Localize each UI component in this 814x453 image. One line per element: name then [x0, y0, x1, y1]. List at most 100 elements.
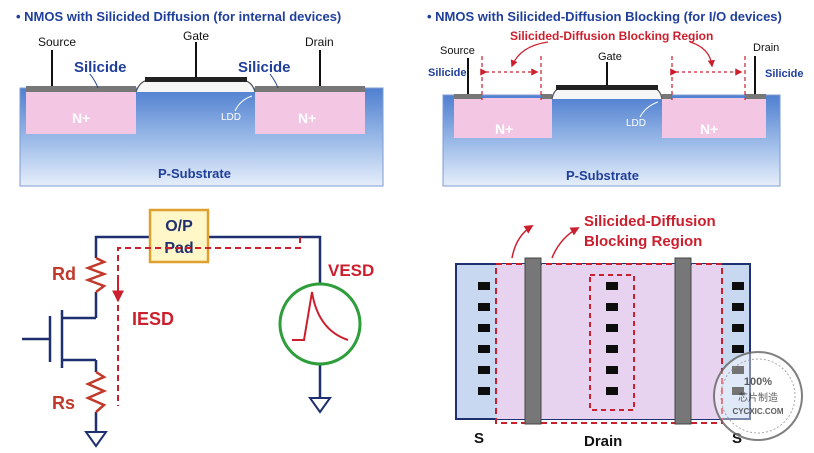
contact-source-right [732, 366, 744, 374]
op-pad [148, 208, 210, 264]
region-label-line1: Silicided-Diffusion [584, 213, 716, 230]
gate-label: Gate [598, 51, 622, 63]
esd-current-path [117, 237, 301, 406]
substrate-label: P-Substrate [158, 166, 231, 181]
drain-label: Drain [584, 433, 622, 450]
n-plus-source-region [26, 92, 136, 134]
rs-resistor [84, 370, 108, 413]
contact-source-right [732, 324, 744, 332]
contact-source-left [478, 282, 490, 290]
panel-title-blocking: • NMOS with Silicided-Diffusion Blocking… [427, 9, 782, 24]
silicide-label-left: Silicide [428, 67, 467, 79]
iesd-label: IESD [132, 309, 174, 329]
blocking-nmos-panel: • NMOS with Silicided-Diffusion Blocking… [427, 9, 804, 187]
region-pointer-b [511, 225, 534, 259]
gate-label: Gate [183, 29, 209, 43]
contact-drain [606, 366, 618, 374]
esd-pulse-waveform [292, 291, 349, 341]
silicide-layer-source [26, 86, 136, 92]
wire-pad-left [94, 235, 150, 258]
contact-array [478, 282, 744, 395]
stamp-site: CYCXIC.COM [732, 407, 783, 416]
contact-source-right [732, 282, 744, 290]
drain-label: Drain [305, 35, 334, 49]
panel-title-text: NMOS with Silicided Diffusion (for inter… [24, 9, 341, 24]
contact-drain [606, 345, 618, 353]
contact-source-left [478, 324, 490, 332]
gate-bar-left [524, 257, 542, 425]
contact-source-left [478, 303, 490, 311]
stamp-inner-ring [720, 358, 796, 434]
ldd-pointer [639, 101, 659, 118]
esd-scope [278, 282, 362, 366]
silicide-island-source [454, 94, 482, 99]
ldd-label: LDD [221, 112, 241, 123]
ground-symbol-right [308, 397, 332, 414]
contact-source-left [478, 387, 490, 395]
n-plus-drain-region [662, 98, 766, 138]
region-label-line2: Blocking Region [584, 233, 702, 250]
silicide-island-drain [745, 94, 766, 99]
gate-bar-right [674, 257, 692, 425]
n-plus-label-right: N+ [298, 110, 316, 126]
region-pointer-a [551, 227, 580, 259]
n-plus-label-left: N+ [495, 121, 513, 137]
panel-title-silicided: • NMOS with Silicided Diffusion (for int… [16, 9, 341, 24]
n-plus-label-right: N+ [700, 121, 718, 137]
silicide-pointer-left [89, 73, 99, 89]
silicide-island-gate-right [662, 94, 672, 99]
blocking-pointer-right [689, 41, 715, 68]
s-left-label: S [474, 430, 484, 447]
blocking-region-label: Silicided-Diffusion Blocking Region [510, 29, 713, 43]
gate-poly [145, 77, 247, 82]
n-plus-label-left: N+ [72, 110, 90, 126]
blocking-pointer-left [510, 41, 549, 68]
silicide-island-gate-left [541, 94, 552, 99]
contact-drain [606, 324, 618, 332]
stamp-percent: 100% [744, 376, 772, 388]
blocking-region-outline [495, 263, 723, 424]
stamp-chinese: 芯片制造 [738, 391, 778, 404]
source-label: Source [440, 45, 475, 57]
contact-source-right [732, 387, 744, 395]
wire-pad-right [208, 235, 322, 283]
ldd-pointer [234, 95, 253, 112]
ground-symbol-left [84, 431, 108, 448]
pad-label-line1: O/P [165, 218, 193, 235]
contact-source-left [478, 366, 490, 374]
silicided-nmos-panel: • NMOS with Silicided Diffusion (for int… [16, 9, 384, 187]
circuit-wires [22, 235, 322, 432]
watermark-stamp: 100% 芯片制造 CYCXIC.COM [713, 351, 803, 441]
silicide-pointer-right [269, 73, 279, 89]
contact-drain [606, 303, 618, 311]
bullet: • [427, 9, 435, 24]
silicide-label-right: Silicide [238, 59, 291, 76]
blocking-layout-panel: Silicided-Diffusion Blocking Region S Dr… [455, 213, 751, 450]
blocking-region-markers [480, 41, 746, 100]
contact-source-right [732, 303, 744, 311]
n-plus-drain-region [255, 92, 365, 134]
rs-label: Rs [52, 393, 75, 413]
substrate-label: P-Substrate [566, 168, 639, 183]
rd-label: Rd [52, 264, 76, 284]
source-label: Source [38, 35, 76, 49]
ldd-label: LDD [626, 118, 646, 129]
contact-drain [606, 282, 618, 290]
drain-label: Drain [753, 42, 779, 54]
silicide-label-right: Silicide [765, 68, 804, 80]
bullet: • [16, 9, 24, 24]
esd-circuit-panel: O/P Pad Rd Rs IESD VESD [22, 208, 374, 448]
stamp-outer-ring [713, 351, 803, 441]
s-right-label: S [732, 430, 742, 447]
gate-poly [556, 85, 658, 90]
contact-source-right [732, 345, 744, 353]
n-plus-source-region [454, 98, 552, 138]
contact-drain [606, 387, 618, 395]
silicide-label-left: Silicide [74, 59, 127, 76]
vesd-label: VESD [328, 261, 374, 280]
rd-resistor [84, 256, 108, 293]
drain-contact-outline [589, 274, 635, 411]
panel-title-text: NMOS with Silicided-Diffusion Blocking (… [435, 9, 782, 24]
silicide-layer-drain [255, 86, 365, 92]
